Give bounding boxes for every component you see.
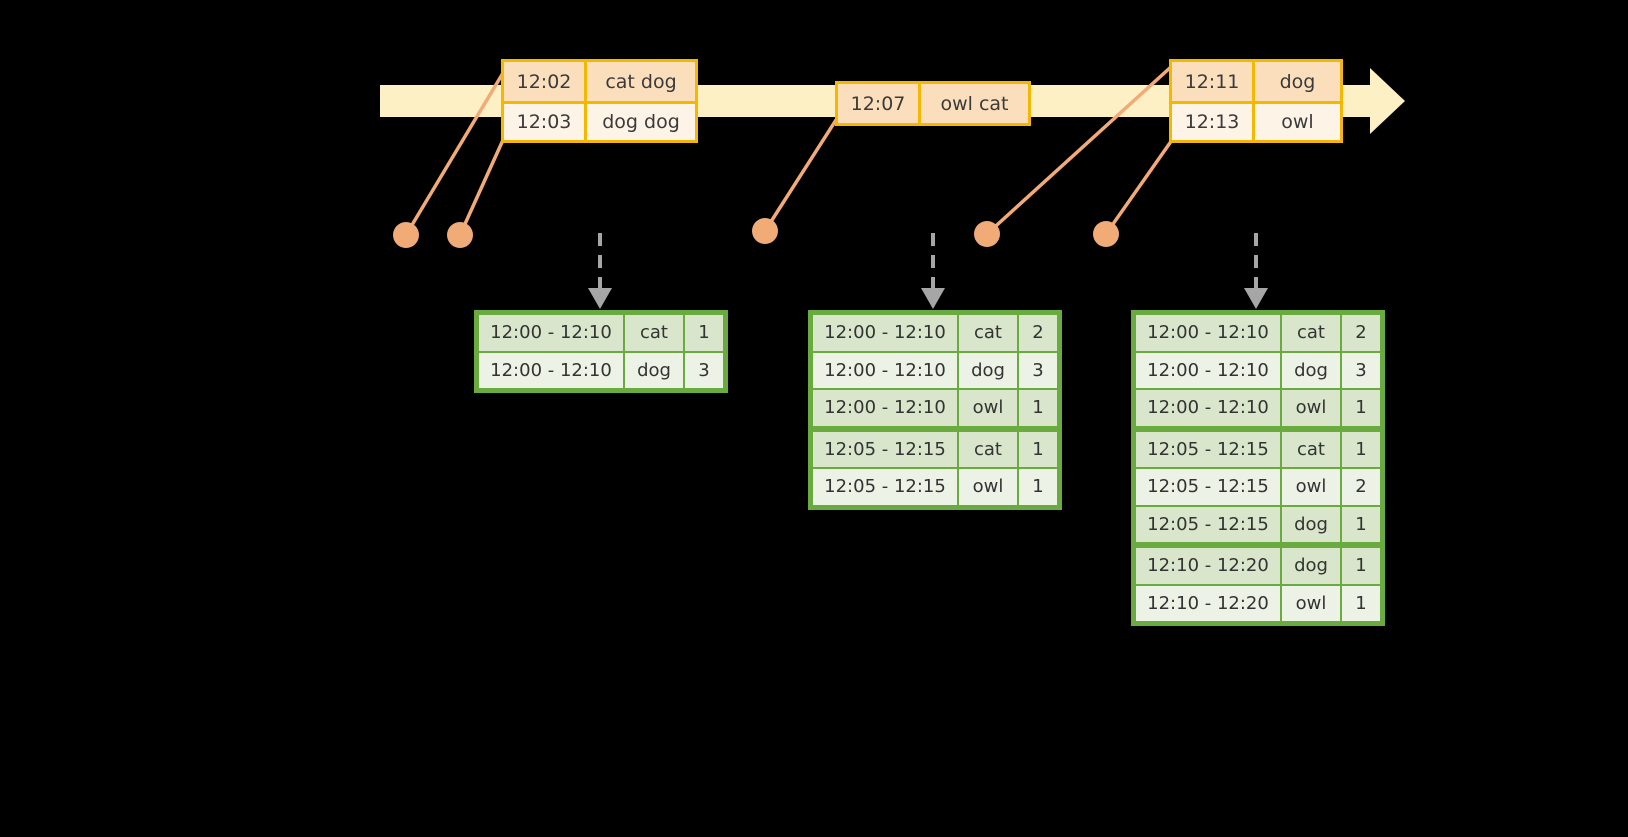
event-group-3: 12:11 dog 12:13 owl: [1169, 59, 1343, 143]
window-group-separator: [1135, 543, 1381, 547]
connector-line-1: [404, 71, 505, 237]
cell-count: 2: [1018, 314, 1058, 352]
emit-arrows: [588, 233, 1268, 309]
cell-word: owl: [958, 389, 1018, 427]
cell-window: 12:00 - 12:10: [812, 351, 958, 389]
event-dot-5: [1093, 221, 1119, 247]
event-group-2: 12:07 owl cat: [835, 81, 1031, 126]
connector-line-5: [1104, 138, 1174, 236]
cell-word: cat: [1281, 314, 1341, 352]
cell-count: 1: [1018, 430, 1058, 468]
cell-window: 12:00 - 12:10: [1135, 389, 1281, 427]
emit-arrow-3: [1244, 233, 1268, 309]
event-time: 12:07: [838, 84, 921, 123]
cell-word: owl: [1281, 468, 1341, 506]
connector-line-3: [763, 118, 838, 233]
cell-word: dog: [624, 351, 684, 389]
cell-word: dog: [958, 351, 1018, 389]
cell-window: 12:00 - 12:10: [812, 314, 958, 352]
cell-count: 3: [684, 351, 724, 389]
cell-window: 12:05 - 12:15: [812, 468, 958, 506]
cell-window: 12:00 - 12:10: [1135, 314, 1281, 352]
event-row: 12:11 dog: [1172, 62, 1340, 101]
cell-count: 2: [1341, 314, 1381, 352]
cell-word: owl: [1281, 584, 1341, 622]
cell-count: 1: [1018, 468, 1058, 506]
cell-word: cat: [958, 314, 1018, 352]
cell-count: 2: [1341, 468, 1381, 506]
event-time: 12:13: [1172, 104, 1255, 140]
cell-word: cat: [1281, 430, 1341, 468]
cell-count: 1: [1341, 389, 1381, 427]
event-dot-4: [974, 221, 1000, 247]
cell-word: dog: [1281, 351, 1341, 389]
event-words: owl: [1255, 104, 1340, 140]
cell-count: 1: [1018, 389, 1058, 427]
cell-count: 1: [1341, 547, 1381, 585]
connector-line-2: [458, 138, 505, 237]
cell-window: 12:05 - 12:15: [1135, 468, 1281, 506]
event-words: cat dog: [587, 62, 695, 101]
event-words: dog: [1255, 62, 1340, 101]
cell-window: 12:00 - 12:10: [478, 314, 624, 352]
cell-word: cat: [958, 430, 1018, 468]
cell-window: 12:10 - 12:20: [1135, 584, 1281, 622]
emit-arrow-1: [588, 233, 612, 309]
event-dot-1: [393, 222, 419, 248]
cell-count: 1: [1341, 505, 1381, 543]
cell-window: 12:00 - 12:10: [1135, 351, 1281, 389]
event-words: dog dog: [587, 104, 695, 140]
event-time: 12:03: [504, 104, 587, 140]
emit-arrow-2: [921, 233, 945, 309]
cell-word: dog: [1281, 547, 1341, 585]
cell-window: 12:10 - 12:20: [1135, 547, 1281, 585]
window-group-separator: [1135, 426, 1381, 431]
event-group-1: 12:02 cat dog 12:03 dog dog: [501, 59, 698, 143]
event-row: 12:03 dog dog: [504, 101, 695, 140]
window-group-separator: [812, 426, 1058, 431]
event-row: 12:13 owl: [1172, 101, 1340, 140]
event-row: 12:02 cat dog: [504, 62, 695, 101]
cell-count: 1: [684, 314, 724, 352]
event-words: owl cat: [921, 84, 1028, 123]
event-dots: [393, 218, 1119, 248]
cell-count: 1: [1341, 430, 1381, 468]
cell-word: owl: [1281, 389, 1341, 427]
cell-window: 12:05 - 12:15: [1135, 505, 1281, 543]
event-dot-3: [752, 218, 778, 244]
event-dot-2: [447, 222, 473, 248]
cell-window: 12:00 - 12:10: [812, 389, 958, 427]
cell-count: 3: [1018, 351, 1058, 389]
cell-window: 12:05 - 12:15: [1135, 430, 1281, 468]
cell-word: cat: [624, 314, 684, 352]
cell-count: 1: [1341, 584, 1381, 622]
cell-window: 12:05 - 12:15: [812, 430, 958, 468]
event-row: 12:07 owl cat: [838, 84, 1028, 123]
cell-word: owl: [958, 468, 1018, 506]
event-time: 12:02: [504, 62, 587, 101]
cell-count: 3: [1341, 351, 1381, 389]
cell-word: dog: [1281, 505, 1341, 543]
event-time: 12:11: [1172, 62, 1255, 101]
cell-window: 12:00 - 12:10: [478, 351, 624, 389]
